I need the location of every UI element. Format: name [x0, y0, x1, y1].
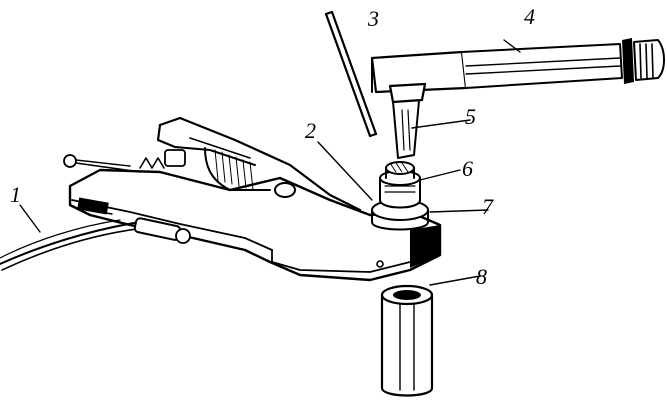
callout-6: 6 [462, 156, 473, 181]
spring-rod [63, 149, 186, 173]
support-cylinder [380, 284, 434, 397]
torch-body [370, 38, 665, 104]
cable-lug [133, 217, 191, 244]
callout-3: 3 [367, 6, 379, 31]
callout-7: 7 [482, 194, 494, 219]
leader-lines [19, 39, 521, 286]
callout-2: 2 [305, 118, 316, 143]
filler-rod [324, 10, 378, 138]
callout-5: 5 [465, 104, 476, 129]
cable [0, 219, 146, 271]
callout-8: 8 [476, 264, 487, 289]
callout-1: 1 [10, 182, 21, 207]
callout-labels: 1 2 3 4 5 6 7 8 [10, 4, 535, 289]
callout-4: 4 [524, 4, 535, 29]
electrode-nozzle [379, 161, 421, 209]
clamp-body [156, 116, 362, 212]
